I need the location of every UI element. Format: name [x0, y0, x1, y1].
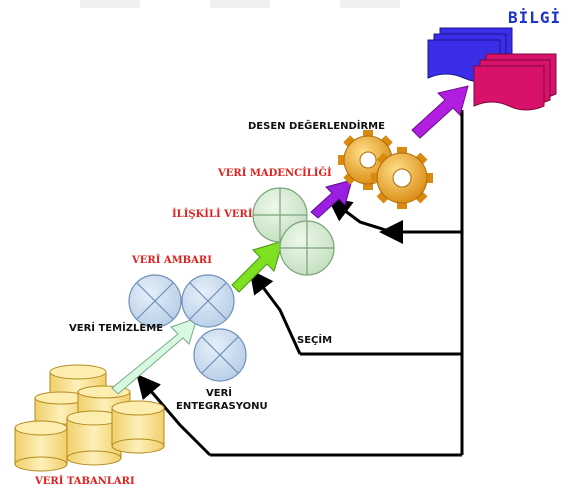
arrow-magenta-icon: [411, 85, 469, 139]
database-cylinder-icon: [111, 400, 165, 454]
faint-top-tabs: [80, 0, 400, 8]
arrow-green-icon: [231, 240, 284, 293]
label-veri-entegrasyonu-2: ENTEGRASYONU: [176, 401, 268, 412]
arrow-violet-icon: [310, 179, 353, 219]
label-veri-entegrasyonu-1: VERİ: [206, 388, 232, 399]
green-node-cluster: [252, 187, 335, 276]
plus-circle-node-icon: [279, 220, 335, 276]
database-cylinder-icon: [14, 420, 68, 472]
label-desen-degerlendirme: DESEN DEĞERLENDİRME: [248, 121, 385, 132]
database-cylinders-icon: [14, 364, 165, 472]
gears-icon: [338, 130, 433, 209]
x-circle-node-icon: [128, 274, 182, 328]
label-veri-madenciligi: VERİ MADENCİLİĞİ: [218, 168, 332, 179]
label-veri-tabanlari: VERİ TABANLARI: [35, 476, 135, 487]
arrow-light-icon: [111, 317, 198, 395]
x-circle-node-icon: [181, 274, 235, 328]
label-iliskili-veri: İLİŞKİLİ VERİ: [172, 209, 253, 220]
label-veri-temizleme: VERİ TEMİZLEME: [69, 323, 164, 334]
title-bilgi: BİLGİ: [508, 8, 562, 27]
x-circle-node-icon: [193, 328, 247, 382]
blue-node-cluster: [128, 274, 247, 382]
label-secim: SEÇİM: [297, 335, 333, 346]
feedback-loops: [136, 110, 464, 457]
label-veri-ambari: VERİ AMBARI: [132, 255, 212, 266]
stacked-documents-icon: [427, 27, 557, 111]
